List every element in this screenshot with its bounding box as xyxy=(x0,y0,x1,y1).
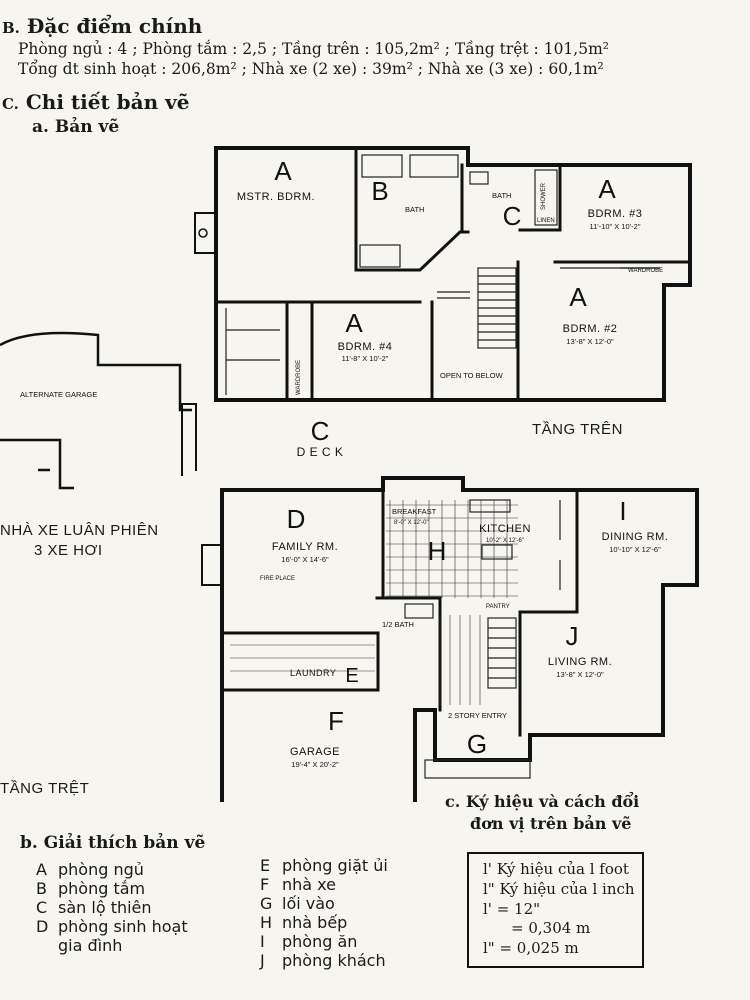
dim-bdrm-3: 11'-10" X 10'-2" xyxy=(590,222,641,231)
letter-c-deck: C xyxy=(311,416,330,446)
features-title: Đặc điểm chính xyxy=(26,14,203,38)
label-living-rm: LIVING RM. xyxy=(548,656,612,668)
label-family-rm: FAMILY RM. xyxy=(272,541,338,553)
features-heading: B. Đặc điểm chính xyxy=(2,14,202,38)
label-entry: 2 STORY ENTRY xyxy=(448,711,507,720)
letter-a-bdrm4: A xyxy=(345,308,363,338)
drawing-subheading: a. Bản vẽ xyxy=(32,117,120,137)
label-bdrm-2: BDRM. #2 xyxy=(563,323,618,335)
details-heading: C. Chi tiết bản vẽ xyxy=(2,90,189,114)
ground-floor-walls xyxy=(220,476,699,802)
label-bath-1: BATH xyxy=(405,205,424,214)
letter-d-family: D xyxy=(287,504,306,534)
label-bath-2: BATH xyxy=(492,191,511,200)
label-bdrm-3: BDRM. #3 xyxy=(588,208,643,220)
unit-line-inch: l" Ký hiệu của l inch xyxy=(483,880,635,898)
dim-kitchen: 10'-2" X 12'-6" xyxy=(486,538,524,544)
units-heading-2: đơn vị trên bản vẽ xyxy=(470,814,632,833)
units-heading-1: c. Ký hiệu và cách đổi xyxy=(445,792,640,811)
legend-heading: b. Giải thích bản vẽ xyxy=(20,833,206,853)
label-shower: SHOWER xyxy=(541,182,547,210)
letter-a-bdrm3: A xyxy=(598,174,616,204)
dim-bdrm-2: 13'-8" X 12'-0" xyxy=(566,337,614,346)
letter-f-garage: F xyxy=(328,706,344,736)
label-wardrobe-3: WARDROBE xyxy=(628,268,663,274)
label-fireplace: FIRE PLACE xyxy=(260,576,295,582)
letter-i-dining: I xyxy=(619,496,626,526)
label-laundry: LAUNDRY xyxy=(290,668,336,678)
units-box: l' Ký hiệu của l foot l" Ký hiệu của l i… xyxy=(467,852,644,968)
label-pantry: PANTRY xyxy=(486,604,510,610)
details-title: Chi tiết bản vẽ xyxy=(25,90,190,114)
features-line-1: Phòng ngủ : 4 ; Phòng tắm : 2,5 ; Tầng t… xyxy=(18,40,609,58)
label-garage: GARAGE xyxy=(290,746,340,758)
dim-living-rm: 13'-8" X 12'-0" xyxy=(556,670,604,679)
letter-h-kitchen: H xyxy=(428,536,447,566)
unit-line-feet-inches: l' = 12" xyxy=(483,900,541,918)
legend-item-d-cont: gia đình xyxy=(58,936,123,955)
dim-bdrm-4: 11'-8" X 10'-2" xyxy=(342,354,389,363)
label-kitchen: KITCHEN xyxy=(479,523,531,535)
dim-breakfast: 8'-0" X 12'-0" xyxy=(394,520,429,526)
letter-g-entry: G xyxy=(467,729,487,759)
letter-j-living: J xyxy=(566,621,579,651)
letter-a-bdrm2: A xyxy=(569,282,587,312)
features-line-2: Tổng dt sinh hoạt : 206,8m² ; Nhà xe (2 … xyxy=(18,60,604,78)
letter-e-laundry: E xyxy=(345,665,358,687)
alternate-garage-walls xyxy=(0,331,192,412)
caption-alt-garage-2: 3 XE HƠI xyxy=(34,542,103,559)
unit-line-feet-meters: = 0,304 m xyxy=(511,919,591,937)
features-marker: B. xyxy=(2,19,20,37)
letter-b-bath: B xyxy=(371,176,388,206)
label-wardrobe-4: WARDROBE xyxy=(296,360,302,395)
dim-dining-rm: 10'-10" X 12'-6" xyxy=(609,545,661,554)
label-alternate-garage: ALTERNATE GARAGE xyxy=(20,390,97,399)
caption-ground-floor: TẦNG TRỆT xyxy=(0,780,90,797)
label-breakfast: BREAKFAST xyxy=(392,507,437,516)
caption-upper-floor: TẦNG TRÊN xyxy=(532,421,623,438)
kitchen-tile-grid xyxy=(230,500,518,705)
label-dining-rm: DINING RM. xyxy=(602,531,669,543)
label-deck: D E C K xyxy=(297,445,344,459)
label-mstr-bdrm: MSTR. BDRM. xyxy=(237,191,315,203)
label-bdrm-4: BDRM. #4 xyxy=(338,341,393,353)
label-open-below: OPEN TO BELOW xyxy=(440,371,504,380)
caption-alt-garage-1: NHÀ XE LUÂN PHIÊN xyxy=(0,522,159,539)
dim-family-rm: 16'-0" X 14'-6" xyxy=(281,555,329,564)
details-marker: C. xyxy=(2,95,19,113)
letter-a-master: A xyxy=(274,156,292,186)
unit-line-foot: l' Ký hiệu của l foot xyxy=(483,860,629,878)
label-linen: LINEN xyxy=(537,218,555,224)
letter-c-upper: C xyxy=(503,201,522,231)
label-half-bath: 1/2 BATH xyxy=(382,620,414,629)
unit-line-inch-meters: l" = 0,025 m xyxy=(483,939,579,957)
upper-floor-walls xyxy=(214,146,692,402)
dim-garage: 19'-4" X 20'-2" xyxy=(291,760,339,769)
